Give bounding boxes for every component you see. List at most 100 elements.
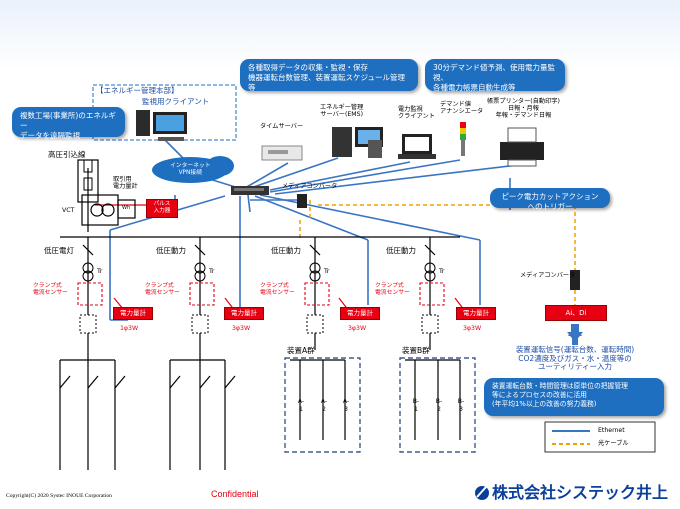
- media-converter-top-label: メディアコンバータ: [282, 183, 338, 190]
- phase-label-4: 3φ3W: [463, 325, 482, 332]
- label-line: 帳票プリンター(自動印字): [487, 98, 560, 105]
- device-a2: A-2: [320, 398, 328, 414]
- peak-cut-callout: ピーク電力カットアクションへのトリガー: [490, 188, 610, 211]
- power-meter-3: 電力量計: [340, 307, 380, 320]
- internet-vpn-label: インターネット VPN接続: [170, 163, 211, 176]
- demand-callout: 30分デマンド値予測、使用電力量監視、 各種電力帳票自動生成等: [425, 59, 565, 93]
- device-a1: A-1: [297, 398, 305, 414]
- phase-label-1: 1φ3W: [120, 325, 139, 332]
- callout-line: 機器運転台数管理、装置運転スケジュール管理等: [248, 73, 405, 93]
- sensor-label-3: クランプ式 電流センサー: [260, 283, 295, 296]
- callout-line: 等によるプロセスの改善に活用: [492, 391, 587, 400]
- phase-label-2: 3φ3W: [232, 325, 251, 332]
- power-client-label: 電力監視 クライアント: [398, 106, 435, 120]
- label-line: インターネット: [170, 163, 211, 169]
- multi-factory-callout: 複数工場(事業所)のエネルギー データを遠隔監視: [12, 107, 125, 140]
- time-server-icon: [261, 145, 303, 161]
- pulse-input-box: パルス 入力器: [146, 199, 178, 218]
- power-meter-2: 電力量計: [224, 307, 264, 320]
- label-line: パルス: [153, 201, 171, 207]
- label-line: 電力量計: [113, 183, 138, 191]
- tr-label-1: Tr: [97, 268, 103, 275]
- device-b3: B-3: [457, 398, 465, 414]
- report-printer-label: 帳票プリンター(自動印字) 日報・月報 年報・デマンド日報: [487, 98, 560, 119]
- label-line: エネルギー管理: [320, 104, 364, 111]
- ems-server-icon: [332, 127, 383, 158]
- media-converter-right-icon: [570, 270, 580, 290]
- label-line: CO2濃度及びガス・水・温度等の: [518, 353, 632, 363]
- tr-label-3: Tr: [324, 268, 330, 275]
- tr-label-2: Tr: [209, 268, 215, 275]
- ai-di-box: Ai、Di: [545, 305, 607, 321]
- label-line: 電流センサー: [260, 289, 295, 296]
- fuse-icons: [83, 159, 93, 191]
- label-line: 電流センサー: [33, 289, 68, 296]
- label-line: 電力監視: [398, 106, 423, 113]
- device-group-b-title: 装置B群: [402, 346, 430, 355]
- callout-line: ピーク電力カットアクションへのトリガー: [501, 192, 599, 212]
- callout-line: データを遠隔監視: [20, 131, 80, 141]
- label-line: VPN接続: [178, 169, 202, 176]
- callout-line: 複数工場(事業所)のエネルギー: [20, 111, 116, 131]
- printer-icon: [500, 127, 544, 167]
- label-line: クランプ式: [145, 283, 174, 289]
- vct-label: VCT: [62, 207, 75, 214]
- sensor-label-1: クランプ式 電流センサー: [33, 283, 68, 296]
- ems-callout: 各種取得データの収集・監視・保存 機器運転台数管理、装置運転スケジュール管理等: [240, 59, 418, 93]
- hv-intake-label: 高圧引込線: [48, 150, 86, 159]
- demand-annunciator-label: デマンド値 アナンシエータ: [440, 101, 483, 115]
- device-b1: B-1: [412, 398, 420, 414]
- note-callout: 装置運転台数・時間管理は原単位の把握管理 等によるプロセスの改善に活用 (年平均…: [484, 378, 664, 416]
- power-meter-4: 電力量計: [456, 307, 496, 320]
- callout-line: 各種電力帳票自動生成等: [433, 83, 516, 93]
- sensor-label-4: クランプ式 電流センサー: [375, 283, 410, 296]
- device-b2: B-2: [435, 398, 443, 414]
- tr-label-4: Tr: [439, 268, 445, 275]
- ems-server-label: エネルギー管理 サーバー(EMS): [320, 104, 363, 118]
- copyright-text: Copyright(C) 2020 Systec INOUE Corporati…: [6, 493, 112, 499]
- signal-tower-icon: [460, 122, 466, 156]
- label-line: 電流センサー: [375, 289, 410, 296]
- legend-ethernet-label: Ethernet: [598, 427, 625, 434]
- label-line: クランプ式: [375, 283, 404, 289]
- power-meter-1: 電力量計: [113, 307, 153, 320]
- label-line: アナンシエータ: [440, 108, 484, 116]
- phase-label-3: 3φ3W: [348, 325, 367, 332]
- company-name: 株式会社システック井上: [492, 483, 669, 502]
- monitor-client-pc-icon: [136, 110, 187, 141]
- legend-optical-label: 光ケーブル: [598, 440, 629, 447]
- network-switch-icon: [231, 186, 269, 195]
- callout-line: (年平均1%以上の改善の努力義務): [492, 400, 597, 409]
- callout-line: 装置運転台数・時間管理は原単位の把握管理: [492, 382, 628, 390]
- feeder-2-title: 低圧動力: [156, 246, 186, 255]
- label-line: デマンド値: [440, 101, 471, 108]
- label-line: 日報・月報: [507, 105, 539, 113]
- trade-meter-label: 取引用 電力量計: [113, 176, 138, 190]
- feeder-3-title: 低圧動力: [271, 246, 301, 255]
- monitor-client-label: 監視用クライアント: [142, 97, 210, 106]
- feeder-1-title: 低圧電灯: [44, 246, 74, 255]
- label-line: 装置運転信号(運転台数、運転時間): [515, 345, 635, 354]
- label-line: クランプ式: [260, 283, 289, 289]
- callout-line: 各種取得データの収集・監視・保存: [248, 63, 368, 72]
- sensor-label-2: クランプ式 電流センサー: [145, 283, 180, 296]
- energy-hq-title: 【エネルギー管理本部】: [96, 86, 179, 95]
- wh-label: Wh: [122, 205, 131, 211]
- label-line: サーバー(EMS): [320, 111, 363, 119]
- callout-line: 30分デマンド値予測、使用電力量監視、: [433, 63, 556, 83]
- label-line: クライアント: [398, 113, 435, 121]
- label-line: ユーティリティー入力: [537, 362, 613, 372]
- label-line: クランプ式: [33, 283, 62, 289]
- device-signal-label: 装置運転信号(運転台数、運転時間) CO2濃度及びガス・水・温度等の ユーティリ…: [500, 345, 650, 372]
- feeder-4-title: 低圧動力: [386, 246, 416, 255]
- time-server-label: タイムサーバー: [260, 123, 304, 130]
- label-line: 電流センサー: [145, 289, 180, 296]
- company-logo-icon: [475, 486, 489, 500]
- power-client-laptop-icon: [398, 134, 436, 159]
- device-a3: A-3: [342, 398, 350, 414]
- label-line: 取引用: [113, 176, 132, 183]
- media-converter-right-label: メディアコンバータ: [520, 272, 576, 279]
- media-converter-top-icon: [297, 194, 307, 208]
